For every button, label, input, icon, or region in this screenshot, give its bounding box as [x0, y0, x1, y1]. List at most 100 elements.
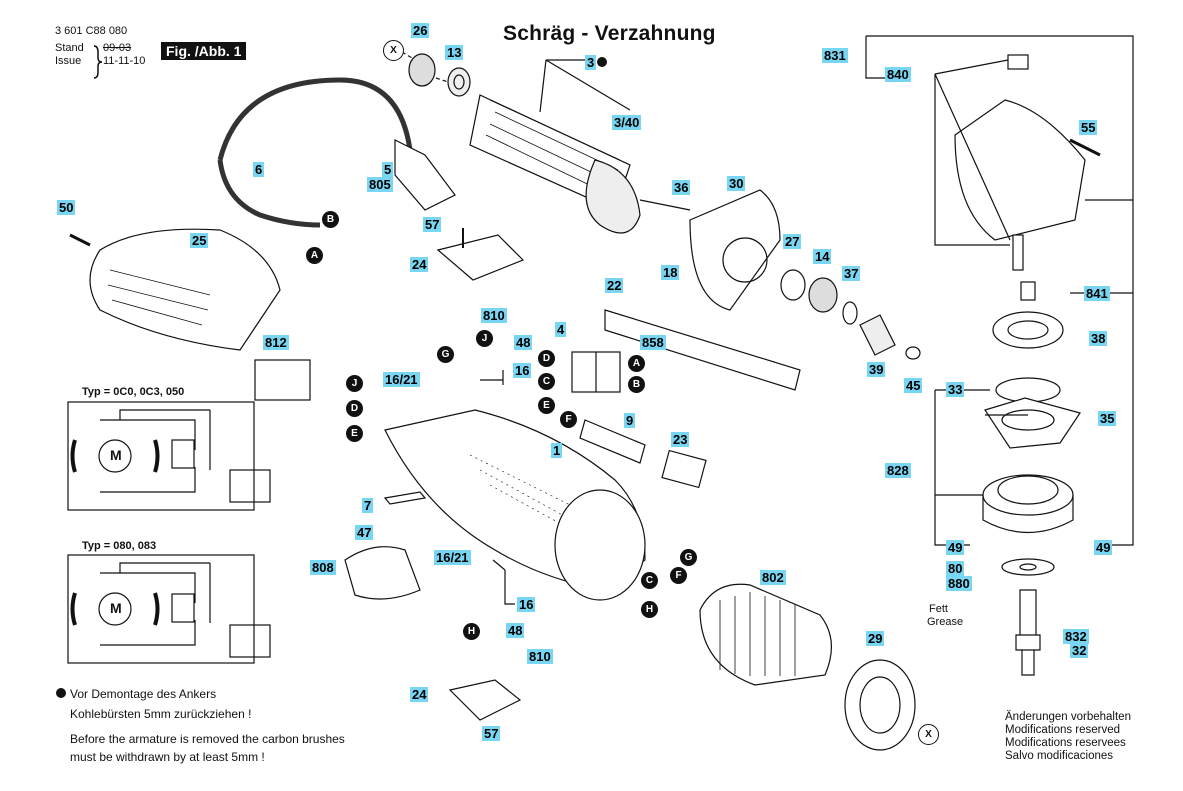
part-label-5: 5	[382, 162, 394, 177]
part-label-33: 33	[946, 382, 965, 397]
part-label-49: 49	[946, 540, 965, 555]
marker-a: A	[306, 247, 323, 264]
wiring-type-1-label: Typ = 0C0, 0C3, 050	[82, 386, 185, 398]
part-label-38: 38	[1089, 331, 1108, 346]
grease-label-de: Fett	[929, 603, 948, 615]
part-label-37: 37	[842, 266, 861, 281]
part-label-27: 27	[783, 234, 802, 249]
wiring-type-2-label: Typ = 080, 083	[82, 540, 157, 552]
motor-symbol-2: M	[110, 600, 122, 616]
marker-d: D	[538, 350, 555, 367]
marker-g-2: G	[680, 549, 697, 566]
part-label-49-right: 49	[1094, 540, 1113, 555]
part-label-858: 858	[640, 335, 666, 350]
part-label-26: 26	[411, 23, 430, 38]
marker-b-2: B	[628, 376, 645, 393]
part-label-3: 3	[585, 55, 597, 70]
part-label-808: 808	[310, 560, 336, 575]
part-label-828: 828	[885, 463, 911, 478]
marker-f: F	[560, 411, 577, 428]
marker-j-2: J	[346, 375, 363, 392]
part-label-832: 832	[1063, 629, 1089, 644]
page-title: Schräg - Verzahnung	[503, 22, 716, 45]
part-label-16-21: 16/21	[383, 372, 420, 387]
marker-j: J	[476, 330, 493, 347]
marker-f-2: F	[670, 567, 687, 584]
part-label-23: 23	[671, 432, 690, 447]
part-label-24-lower: 24	[410, 687, 429, 702]
part-label-7: 7	[362, 498, 374, 513]
marker-c-2: C	[641, 572, 658, 589]
mod-es: Salvo modificaciones	[1005, 750, 1114, 762]
marker-x-2: X	[918, 724, 939, 745]
note-en-line1: Before the armature is removed the carbo…	[70, 732, 345, 746]
part-label-47: 47	[355, 525, 374, 540]
issue-date: 11-11-10	[103, 55, 146, 67]
mod-en: Modifications reserved	[1005, 724, 1121, 736]
marker-a-2: A	[628, 355, 645, 372]
part-label-14: 14	[813, 249, 832, 264]
part-label-880: 880	[946, 576, 972, 591]
part-label-35: 35	[1098, 411, 1117, 426]
part-label-840: 840	[885, 67, 911, 82]
part-label-57-lower: 57	[482, 726, 501, 741]
part-label-50: 50	[57, 200, 76, 215]
part-number: 3 601 C88 080	[55, 25, 128, 37]
marker-c: C	[538, 373, 555, 390]
part-label-802: 802	[760, 570, 786, 585]
part-label-18: 18	[661, 265, 680, 280]
part-label-16-lower: 16	[517, 597, 536, 612]
figure-label: Fig. /Abb. 1	[161, 42, 247, 60]
marker-x: X	[383, 40, 404, 61]
part-label-1: 1	[551, 443, 563, 458]
part-label-841: 841	[1084, 286, 1110, 301]
grease-label-en: Grease	[927, 616, 964, 628]
marker-e-2: E	[346, 425, 363, 442]
part-label-6: 6	[253, 162, 265, 177]
part-label-831: 831	[822, 48, 848, 63]
marker-e: E	[538, 397, 555, 414]
part-label-22: 22	[605, 278, 624, 293]
part-label-55: 55	[1079, 120, 1098, 135]
note-dot-icon	[597, 57, 607, 67]
armature	[469, 94, 691, 234]
part-label-4: 4	[555, 322, 567, 337]
part-label-3-40: 3/40	[612, 115, 642, 130]
mod-fr: Modifications reservees	[1005, 737, 1126, 749]
part-label-48: 48	[514, 335, 533, 350]
marker-b: B	[322, 211, 339, 228]
part-label-30: 30	[727, 176, 746, 191]
part-label-80: 80	[946, 561, 965, 576]
part-label-29: 29	[866, 631, 885, 646]
note-de-text: Vor Demontage des Ankers	[70, 687, 217, 701]
part-label-805: 805	[367, 177, 393, 192]
part-label-13: 13	[445, 45, 464, 60]
part-label-45: 45	[904, 378, 923, 393]
motor-symbol: M	[110, 447, 122, 463]
part-label-9: 9	[624, 413, 636, 428]
stand-label: Stand	[55, 42, 84, 54]
part-label-32: 32	[1070, 643, 1089, 658]
modifications-block: Änderungen vorbehalten Modifications res…	[1005, 711, 1131, 763]
issue-label: Issue	[55, 55, 82, 67]
note-de-line2: Kohlebürsten 5mm zurückziehen !	[70, 707, 252, 721]
stand-date: 09-03	[103, 42, 132, 54]
bullet-dot-icon	[56, 688, 66, 698]
part-label-24: 24	[410, 257, 429, 272]
part-label-812: 812	[263, 335, 289, 350]
marker-g: G	[437, 346, 454, 363]
mod-de: Änderungen vorbehalten	[1005, 711, 1131, 723]
part-label-16-21-lower: 16/21	[434, 550, 471, 565]
part-label-39: 39	[867, 362, 886, 377]
marker-h-2: H	[463, 623, 480, 640]
part-label-810: 810	[481, 308, 507, 323]
part-label-16: 16	[513, 363, 532, 378]
part-label-57: 57	[423, 217, 442, 232]
part-label-810-lower: 810	[527, 649, 553, 664]
note-en-line2: must be withdrawn by at least 5mm !	[70, 750, 265, 764]
part-label-48-lower: 48	[506, 623, 525, 638]
note-de-line1: Vor Demontage des Ankers	[56, 686, 216, 703]
marker-h: H	[641, 601, 658, 618]
part-label-36: 36	[672, 180, 691, 195]
